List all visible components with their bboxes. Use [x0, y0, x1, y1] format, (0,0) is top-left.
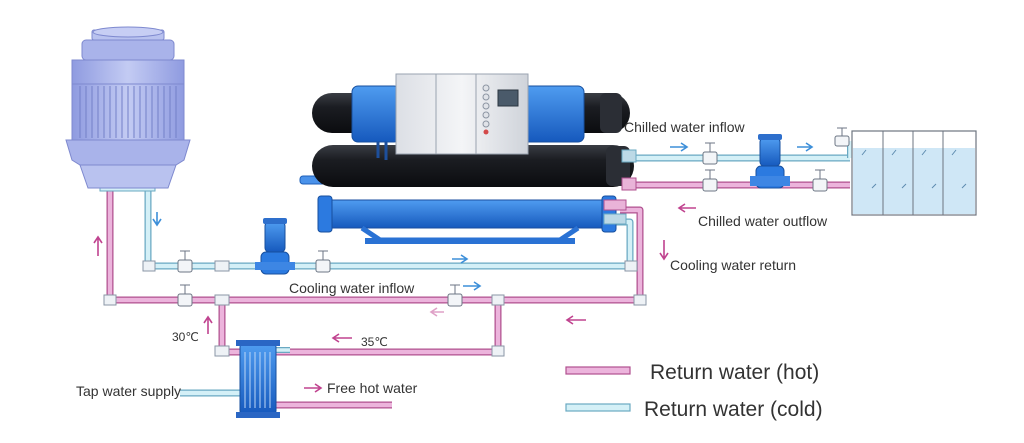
cooling-tower-icon — [65, 26, 191, 192]
legend-cold-swatch — [565, 403, 631, 412]
pipe-fittings — [103, 260, 647, 357]
legend: Return water (hot) Return water (cold) — [565, 361, 823, 421]
water-tank-icon — [851, 130, 977, 216]
label-cooling-return: Cooling water return — [670, 257, 796, 273]
legend-hot-label: Return water (hot) — [650, 361, 819, 384]
label-chilled-outflow: Chilled water outflow — [698, 213, 828, 229]
plate-heat-exchanger-icon — [236, 340, 280, 418]
diagram-labels: Chilled water inflow Chilled water outfl… — [76, 119, 828, 399]
valve-icon — [177, 127, 850, 307]
arrow-left-icon — [565, 315, 586, 325]
water-chiller-icon — [299, 73, 637, 244]
pump-icon — [255, 218, 295, 275]
arrow-right-icon — [452, 254, 469, 264]
arrow-left-icon — [677, 203, 696, 213]
pump-icon — [750, 134, 790, 189]
arrow-up-icon — [203, 315, 213, 334]
arrow-up-icon — [93, 235, 103, 256]
label-temp-35: 35℃ — [361, 335, 388, 349]
legend-hot-swatch — [565, 366, 631, 375]
label-tap-supply: Tap water supply — [76, 383, 181, 399]
flow-arrows — [93, 142, 814, 393]
legend-cold-label: Return water (cold) — [644, 398, 823, 421]
arrow-down-icon — [659, 240, 669, 261]
label-chilled-inflow: Chilled water inflow — [624, 119, 745, 135]
arrow-right-icon — [463, 281, 482, 291]
arrow-left-icon — [331, 333, 352, 343]
label-free-hot: Free hot water — [327, 380, 418, 396]
arrow-right-icon — [304, 383, 323, 393]
arrow-right-icon — [797, 142, 814, 152]
arrow-left-icon — [429, 307, 444, 317]
label-cooling-inflow: Cooling water inflow — [289, 280, 415, 296]
arrow-down-icon — [152, 212, 162, 227]
label-temp-30: 30℃ — [172, 330, 199, 344]
arrow-right-icon — [670, 142, 689, 152]
